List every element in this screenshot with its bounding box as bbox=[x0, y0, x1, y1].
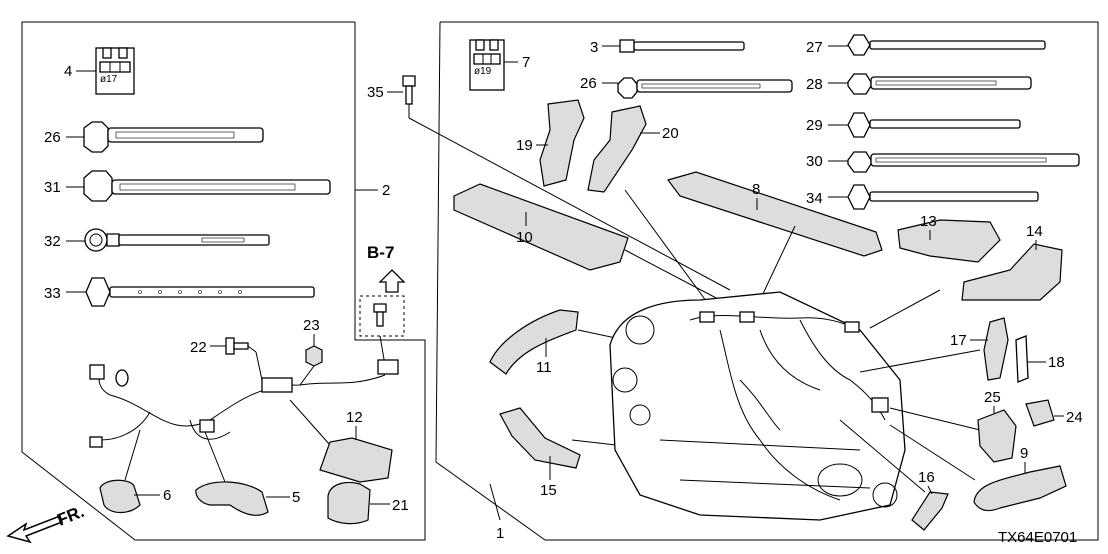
callout-26-right: 26 bbox=[580, 75, 597, 92]
callout-27: 27 bbox=[806, 39, 823, 56]
up-arrow-icon bbox=[378, 269, 406, 293]
bracket-part-25[interactable] bbox=[977, 409, 1017, 463]
callout-5: 5 bbox=[292, 489, 300, 506]
callout-12: 12 bbox=[346, 409, 363, 426]
main-harness-part-1[interactable] bbox=[689, 311, 889, 501]
clip-part-22[interactable] bbox=[225, 337, 249, 355]
cable-tie-part-3[interactable] bbox=[619, 39, 745, 53]
bracket-part-24[interactable] bbox=[1025, 399, 1055, 427]
cable-tie-part-29[interactable] bbox=[847, 112, 1021, 138]
callout-1: 1 bbox=[496, 525, 504, 542]
harness-channel-part-10[interactable] bbox=[453, 183, 629, 271]
left-group-frame bbox=[21, 21, 426, 541]
callout-35: 35 bbox=[367, 84, 384, 101]
cable-tie-part-31[interactable] bbox=[83, 170, 331, 202]
cable-tie-part-26-right[interactable] bbox=[617, 77, 793, 99]
bracket-part-20[interactable] bbox=[587, 105, 647, 193]
reference-b7: B-7 bbox=[359, 243, 406, 337]
reference-b7-label: B-7 bbox=[367, 243, 394, 262]
cover-part-9[interactable] bbox=[973, 465, 1067, 512]
callout-21: 21 bbox=[392, 497, 409, 514]
callout-28: 28 bbox=[806, 76, 823, 93]
bracket-part-15[interactable] bbox=[499, 407, 581, 469]
connector-part-4[interactable]: ø17 bbox=[95, 47, 135, 95]
cover-part-12[interactable] bbox=[319, 437, 393, 483]
callout-18: 18 bbox=[1048, 354, 1065, 371]
cable-tie-part-28[interactable] bbox=[847, 73, 1032, 95]
callout-13: 13 bbox=[920, 213, 937, 230]
clip-part-17[interactable] bbox=[983, 317, 1009, 381]
clip-part-18[interactable] bbox=[1015, 335, 1029, 383]
callout-19: 19 bbox=[516, 137, 533, 154]
harness-channel-part-8[interactable] bbox=[666, 171, 883, 257]
callout-2: 2 bbox=[382, 182, 390, 199]
cover-part-21[interactable] bbox=[327, 481, 371, 525]
cable-tie-part-32[interactable] bbox=[84, 228, 270, 252]
front-label: FR. bbox=[54, 502, 87, 530]
cable-tie-part-30[interactable] bbox=[847, 151, 1080, 173]
bracket-part-13[interactable] bbox=[897, 219, 1001, 263]
callout-15: 15 bbox=[540, 482, 557, 499]
sub-harness-part-2[interactable] bbox=[89, 359, 399, 448]
front-direction-arrow-icon bbox=[6, 515, 63, 544]
callout-31: 31 bbox=[44, 179, 61, 196]
connector-size-label: ø17 bbox=[100, 74, 118, 85]
callout-23: 23 bbox=[303, 317, 320, 334]
callout-6: 6 bbox=[163, 487, 171, 504]
engine-assembly bbox=[609, 291, 906, 521]
clip-part-16[interactable] bbox=[911, 491, 949, 531]
bracket-part-14[interactable] bbox=[961, 243, 1063, 301]
callout-30: 30 bbox=[806, 153, 823, 170]
callout-16: 16 bbox=[918, 469, 935, 486]
connector-part-7[interactable]: ø19 bbox=[469, 39, 505, 91]
callout-33: 33 bbox=[44, 285, 61, 302]
bracket-part-19[interactable] bbox=[539, 99, 585, 187]
boot-part-5[interactable] bbox=[195, 481, 269, 516]
callout-7: 7 bbox=[522, 54, 530, 71]
bracket-part-11[interactable] bbox=[489, 309, 579, 375]
cable-tie-part-33[interactable] bbox=[85, 277, 315, 307]
callout-22: 22 bbox=[190, 339, 207, 356]
cable-tie-part-34[interactable] bbox=[847, 184, 1039, 210]
callout-26-left: 26 bbox=[44, 129, 61, 146]
callout-10: 10 bbox=[516, 229, 533, 246]
bolt-part-35[interactable] bbox=[402, 75, 416, 105]
cable-tie-part-26-left[interactable] bbox=[83, 121, 264, 153]
callout-20: 20 bbox=[662, 125, 679, 142]
callouts: 4 26 31 32 33 35 2 22 23 12 6 5 bbox=[44, 39, 1083, 542]
callout-11: 11 bbox=[536, 359, 552, 376]
connector-size-label-7: ø19 bbox=[474, 66, 492, 77]
callout-17: 17 bbox=[950, 332, 967, 349]
callout-25: 25 bbox=[984, 389, 1001, 406]
callout-9: 9 bbox=[1020, 445, 1028, 462]
diagram-code: TX64E0701 bbox=[998, 529, 1077, 546]
callout-8: 8 bbox=[752, 181, 760, 198]
callout-32: 32 bbox=[44, 233, 61, 250]
nut-part-23[interactable] bbox=[305, 345, 323, 367]
callout-4: 4 bbox=[64, 63, 72, 80]
callout-3: 3 bbox=[590, 39, 598, 56]
callout-29: 29 bbox=[806, 117, 823, 134]
callout-24: 24 bbox=[1066, 409, 1083, 426]
boot-part-6[interactable] bbox=[99, 479, 141, 514]
cable-tie-part-27[interactable] bbox=[847, 34, 1046, 56]
callout-14: 14 bbox=[1026, 223, 1043, 240]
callout-34: 34 bbox=[806, 190, 823, 207]
right-group-frame bbox=[435, 21, 1099, 541]
